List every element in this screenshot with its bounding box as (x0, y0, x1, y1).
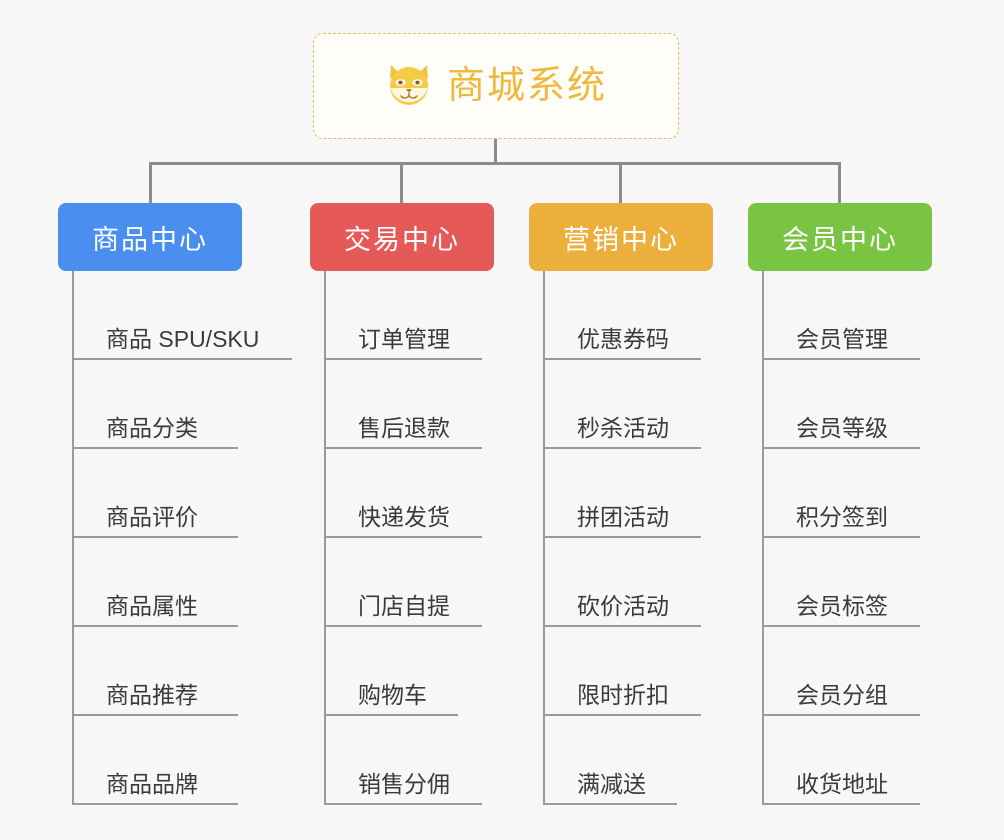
category-header-trade[interactable]: 交易中心 (310, 203, 494, 271)
leaf-item[interactable]: 拼团活动 (543, 449, 701, 538)
leaf-label: 满减送 (577, 770, 646, 797)
leaf-label: 收货地址 (796, 770, 888, 797)
leaf-item[interactable]: 会员管理 (762, 271, 920, 360)
leaf-item[interactable]: 订单管理 (324, 271, 482, 360)
leaf-label: 积分签到 (796, 503, 888, 530)
leaf-label: 商品品牌 (106, 770, 198, 797)
leaf-label: 会员标签 (796, 592, 888, 619)
leaf-item[interactable]: 商品评价 (72, 449, 238, 538)
leaf-item[interactable]: 秒杀活动 (543, 360, 701, 449)
leaf-item[interactable]: 会员分组 (762, 627, 920, 716)
leaf-item[interactable]: 商品推荐 (72, 627, 238, 716)
connector-drop-4 (838, 162, 841, 205)
leaf-label: 销售分佣 (358, 770, 450, 797)
leaf-label: 优惠券码 (577, 325, 669, 352)
leaf-label: 拼团活动 (577, 503, 669, 530)
connector-drop-1 (149, 162, 152, 205)
category-header-product[interactable]: 商品中心 (58, 203, 242, 271)
leaf-label: 会员管理 (796, 325, 888, 352)
leaf-label: 商品评价 (106, 503, 198, 530)
category-column-trade: 交易中心 订单管理 售后退款 快递发货 门店自提 购物车 销售分佣 (310, 203, 510, 805)
leaf-list-product: 商品 SPU/SKU 商品分类 商品评价 商品属性 商品推荐 商品品牌 (72, 271, 298, 805)
connector-drop-3 (619, 162, 622, 205)
leaf-label: 商品属性 (106, 592, 198, 619)
leaf-item[interactable]: 砍价活动 (543, 538, 701, 627)
column-spine (324, 271, 326, 805)
leaf-item[interactable]: 商品 SPU/SKU (72, 271, 292, 360)
leaf-item[interactable]: 满减送 (543, 716, 677, 805)
connector-horizontal-bus (149, 162, 840, 165)
leaf-list-member: 会员管理 会员等级 积分签到 会员标签 会员分组 收货地址 (762, 271, 948, 805)
leaf-item[interactable]: 商品品牌 (72, 716, 238, 805)
leaf-item[interactable]: 售后退款 (324, 360, 482, 449)
leaf-item[interactable]: 收货地址 (762, 716, 920, 805)
leaf-list-marketing: 优惠券码 秒杀活动 拼团活动 砍价活动 限时折扣 满减送 (543, 271, 729, 805)
leaf-label: 快递发货 (358, 503, 450, 530)
leaf-item[interactable]: 积分签到 (762, 449, 920, 538)
category-column-marketing: 营销中心 优惠券码 秒杀活动 拼团活动 砍价活动 限时折扣 满减送 (529, 203, 729, 805)
leaf-item[interactable]: 商品属性 (72, 538, 238, 627)
root-title: 商城系统 (446, 65, 607, 107)
column-spine (762, 271, 764, 805)
leaf-label: 限时折扣 (577, 681, 669, 708)
column-spine (543, 271, 545, 805)
category-column-member: 会员中心 会员管理 会员等级 积分签到 会员标签 会员分组 收货地址 (748, 203, 948, 805)
leaf-item[interactable]: 会员等级 (762, 360, 920, 449)
leaf-item[interactable]: 购物车 (324, 627, 458, 716)
leaf-item[interactable]: 优惠券码 (543, 271, 701, 360)
leaf-label: 购物车 (358, 681, 427, 708)
column-spine (72, 271, 74, 805)
leaf-label: 商品分类 (106, 414, 198, 441)
leaf-item[interactable]: 快递发货 (324, 449, 482, 538)
leaf-label: 售后退款 (358, 414, 450, 441)
leaf-item[interactable]: 门店自提 (324, 538, 482, 627)
category-header-label: 商品中心 (92, 224, 208, 255)
leaf-label: 砍价活动 (577, 592, 669, 619)
leaf-label: 商品 SPU/SKU (106, 325, 260, 352)
connector-root-stem (494, 139, 497, 165)
connector-drop-2 (400, 162, 403, 205)
category-header-label: 会员中心 (782, 224, 898, 255)
root-node[interactable]: 商城系统 (313, 33, 679, 139)
category-header-label: 营销中心 (563, 224, 679, 255)
category-header-marketing[interactable]: 营销中心 (529, 203, 713, 271)
leaf-label: 会员等级 (796, 414, 888, 441)
leaf-item[interactable]: 商品分类 (72, 360, 238, 449)
leaf-list-trade: 订单管理 售后退款 快递发货 门店自提 购物车 销售分佣 (324, 271, 510, 805)
category-column-product: 商品中心 商品 SPU/SKU 商品分类 商品评价 商品属性 商品推荐 商品品牌 (58, 203, 298, 805)
leaf-label: 秒杀活动 (577, 414, 669, 441)
leaf-label: 会员分组 (796, 681, 888, 708)
leaf-item[interactable]: 销售分佣 (324, 716, 482, 805)
category-header-member[interactable]: 会员中心 (748, 203, 932, 271)
leaf-item[interactable]: 限时折扣 (543, 627, 701, 716)
dog-face-icon (385, 61, 433, 112)
leaf-label: 订单管理 (358, 325, 450, 352)
category-header-label: 交易中心 (344, 224, 460, 255)
leaf-label: 门店自提 (358, 592, 450, 619)
leaf-item[interactable]: 会员标签 (762, 538, 920, 627)
leaf-label: 商品推荐 (106, 681, 198, 708)
